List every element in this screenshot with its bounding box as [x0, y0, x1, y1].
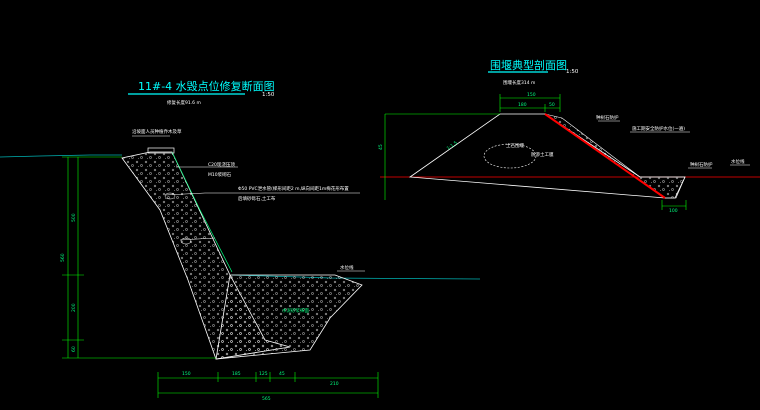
label-water: 水位线 [340, 264, 354, 271]
dim-left-3: 60 [71, 346, 77, 352]
dim-bottom-4: 45 [279, 371, 285, 377]
dim-left-1: 500 [71, 213, 77, 222]
right-section: 围堰典型剖面图 1:50 围堰长度314 m 土石围堰 防渗土工膜 150 18… [378, 58, 760, 214]
label-note3: 种树石防护 [690, 161, 713, 168]
dim-left-2: 200 [71, 303, 77, 312]
bottom-dims [157, 372, 379, 398]
dim-bottom-5: 210 [330, 381, 339, 387]
dim-left-right: 45 [378, 144, 384, 150]
c20-cap [147, 147, 175, 154]
label-pvc: Φ50 PVC泄水管(梯形间距2 m,纵向间距1m梅花形布置 [238, 185, 349, 192]
dim-top-3: 50 [549, 102, 555, 108]
wall-foundation [215, 274, 363, 360]
dim-bottom-right: 100 [669, 208, 678, 214]
drain-pipe-2 [179, 237, 216, 241]
drain-pipe-2-end [180, 237, 192, 245]
label-m10: M10浆砌石 [208, 171, 232, 178]
label-base: 水泥砂浆抹面 [282, 307, 309, 314]
right-subtitle: 围堰长度314 m [503, 79, 535, 86]
right-bottom-dims [661, 200, 687, 210]
left-title: 11#-4 水毁点位修复断面图 [138, 79, 275, 93]
dim-bottom-total: 565 [262, 396, 271, 402]
drain-pipe-1 [164, 192, 206, 196]
geomembrane-line [544, 113, 666, 199]
dim-bottom-1: 150 [182, 371, 191, 377]
dim-bottom-3: 125 [259, 371, 268, 377]
dim-top-1: 150 [527, 92, 536, 98]
label-water-right: 水位线 [731, 158, 745, 165]
right-top-dims [384, 94, 561, 200]
right-title: 围堰典型剖面图 [490, 58, 567, 72]
dim-bottom-2: 185 [232, 371, 241, 377]
left-section: 11#-4 水毁点位修复断面图 1:50 修复长度91.6 m 沿坡面人员种植乔… [0, 79, 481, 402]
dim-top-2: 180 [518, 102, 527, 108]
label-top-note: 沿坡面人员种植乔木及草 [132, 128, 182, 135]
left-subtitle: 修复长度91.6 m [167, 99, 201, 106]
dim-left-total: 560 [60, 253, 66, 262]
left-ground-line [0, 154, 122, 158]
label-backfill: 后填砂砾石,土工布 [238, 195, 276, 202]
left-vertical-dims [62, 156, 216, 359]
label-c20: C20现浇压顶 [208, 161, 235, 168]
soil-core [483, 143, 537, 169]
label-geo: 防渗土工膜 [531, 151, 554, 158]
label-note2: 施工期安全防护水位(一遍) [632, 125, 685, 132]
label-note1: 种树石防护 [596, 114, 619, 121]
left-scale: 1:50 [262, 92, 275, 98]
backfill-line [171, 151, 233, 273]
drain-pipe-1-end [164, 192, 176, 200]
right-scale: 1:50 [566, 69, 579, 75]
label-soil: 土石围堰 [506, 142, 524, 149]
dim-slope: 1:1.5 [446, 140, 459, 152]
